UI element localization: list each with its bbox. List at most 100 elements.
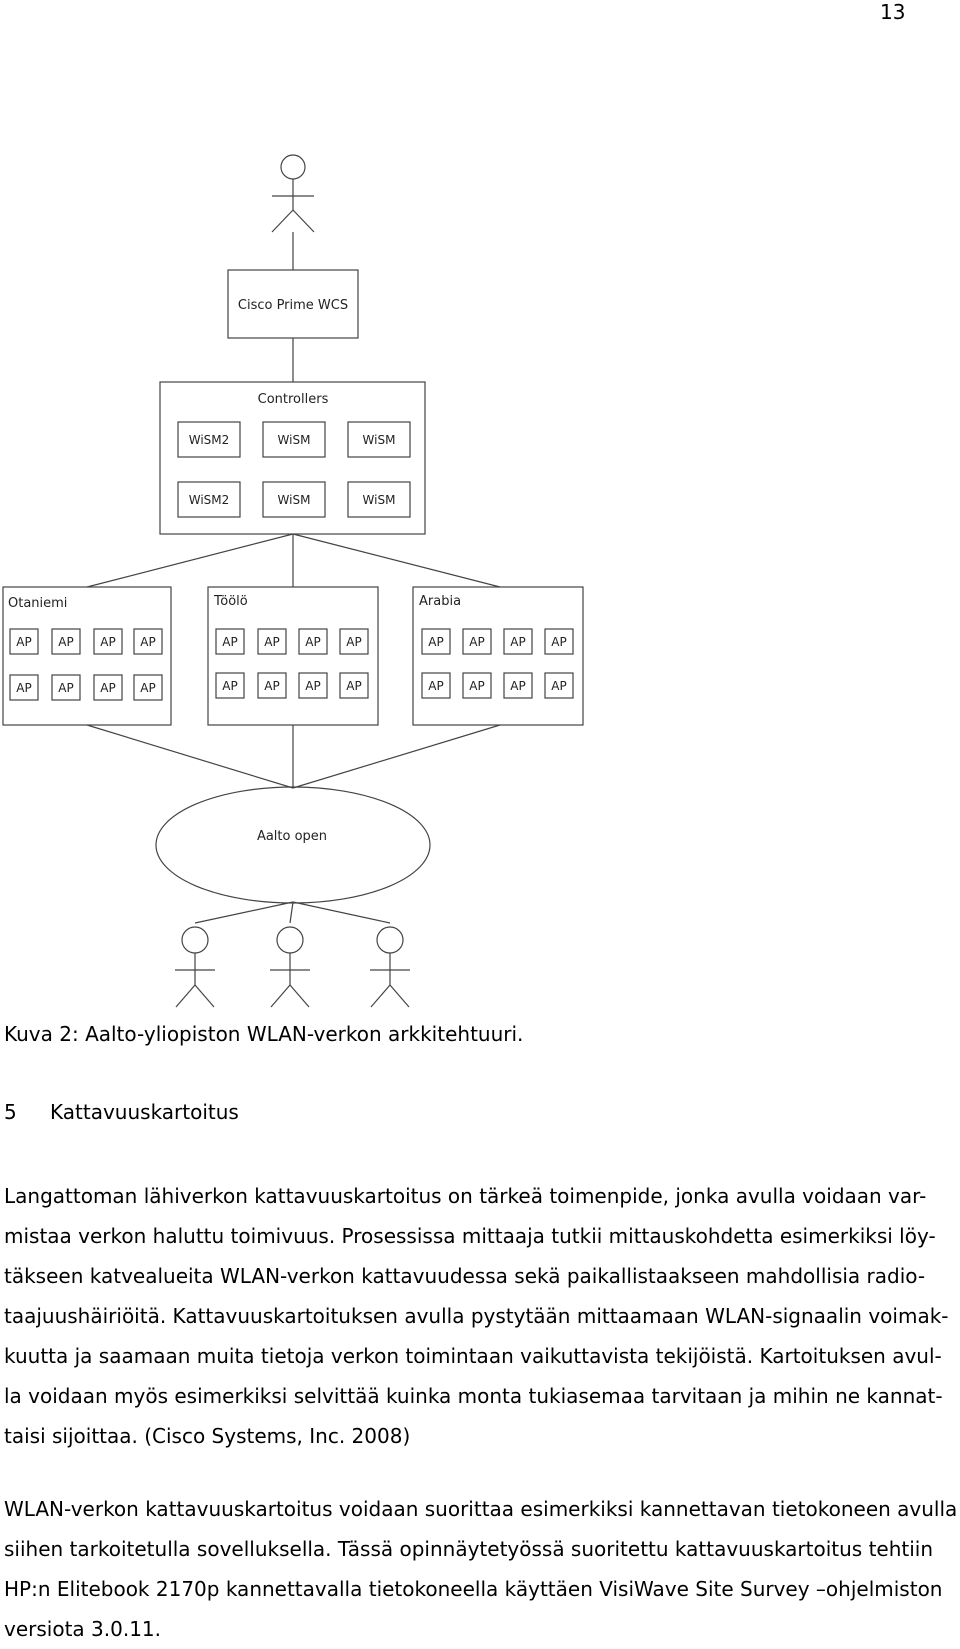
- controller-box: [177, 481, 241, 518]
- ap-label: AP: [346, 679, 361, 693]
- ap-label: AP: [222, 679, 237, 693]
- ap-box: [93, 628, 123, 655]
- controller-label: WiSM: [363, 493, 396, 507]
- ap-box: [503, 628, 533, 655]
- ap-label: AP: [222, 635, 237, 649]
- ap-box: [215, 672, 245, 699]
- controller-box: [347, 481, 411, 518]
- ap-label: AP: [510, 635, 525, 649]
- ap-box: [544, 628, 574, 655]
- ap-box: [298, 628, 328, 655]
- ap-label: AP: [264, 679, 279, 693]
- ap-box: [257, 672, 287, 699]
- ap-box: [462, 672, 492, 699]
- ap-box: [215, 628, 245, 655]
- architecture-diagram: Cisco Prime WCS Controllers WiSM2 WiSM W…: [0, 140, 600, 1010]
- ap-box: [462, 628, 492, 655]
- ap-box: [421, 672, 451, 699]
- ap-label: AP: [58, 635, 73, 649]
- ap-label: AP: [428, 679, 443, 693]
- site-box-arabia: [412, 586, 584, 726]
- connector-line: [194, 901, 294, 924]
- paragraph-line: HP:n Elitebook 2170p kannettavalla tieto…: [4, 1577, 943, 1601]
- user-icon: [270, 926, 310, 1008]
- wcs-box: [227, 269, 359, 339]
- site-box-toolo: [207, 586, 379, 726]
- ap-label: AP: [16, 681, 31, 695]
- site-box-otaniemi: [2, 586, 172, 726]
- controller-box: [262, 481, 326, 518]
- ap-box: [421, 628, 451, 655]
- ap-label: AP: [305, 679, 320, 693]
- controller-label: WiSM2: [189, 433, 230, 447]
- ap-label: AP: [346, 635, 361, 649]
- controllers-label: Controllers: [258, 392, 329, 407]
- ap-label: AP: [469, 679, 484, 693]
- network-ellipse: [155, 786, 431, 904]
- controller-box: [177, 421, 241, 458]
- section-number: 5: [4, 1100, 17, 1124]
- ap-box: [133, 674, 163, 701]
- controller-box: [262, 421, 326, 458]
- paragraph: WLAN-verkon kattavuuskartoitus voidaan s…: [4, 1489, 959, 1649]
- paragraph-line: taisi sijoittaa. (Cisco Systems, Inc. 20…: [4, 1424, 411, 1448]
- ap-label: AP: [510, 679, 525, 693]
- controller-box: [347, 421, 411, 458]
- user-icon: [370, 926, 410, 1008]
- paragraph-line: versiota 3.0.11.: [4, 1617, 162, 1641]
- ap-label: AP: [428, 635, 443, 649]
- ap-box: [339, 628, 369, 655]
- paragraph-line: Langattoman lähiverkon kattavuuskartoitu…: [4, 1184, 927, 1208]
- paragraph-line: täkseen katvealueita WLAN-verkon kattavu…: [4, 1264, 926, 1288]
- connector-line: [292, 533, 501, 588]
- ap-box: [9, 674, 39, 701]
- network-label: Aalto open: [257, 829, 327, 844]
- site-label-otaniemi: Otaniemi: [8, 596, 67, 611]
- ap-box: [257, 628, 287, 655]
- ap-label: AP: [100, 635, 115, 649]
- connector-line: [86, 533, 294, 588]
- paragraph-line: siihen tarkoitetulla sovelluksella. Täss…: [4, 1537, 934, 1561]
- user-icon: [175, 926, 215, 1008]
- paragraph-line: mistaa verkon haluttu toimivuus. Prosess…: [4, 1224, 936, 1248]
- ap-label: AP: [551, 679, 566, 693]
- ap-box: [51, 628, 81, 655]
- controller-label: WiSM: [278, 433, 311, 447]
- section-heading: 5 Kattavuuskartoitus: [4, 1100, 239, 1124]
- paragraph-line: kuutta ja saamaan muita tietoja verkon t…: [4, 1344, 942, 1368]
- section-title: Kattavuuskartoitus: [50, 1100, 239, 1124]
- controller-label: WiSM: [278, 493, 311, 507]
- connector-line: [289, 901, 294, 924]
- ap-box: [339, 672, 369, 699]
- wcs-label: Cisco Prime WCS: [238, 298, 348, 313]
- ap-label: AP: [140, 681, 155, 695]
- ap-box: [298, 672, 328, 699]
- connector-line: [292, 901, 391, 924]
- ap-box: [544, 672, 574, 699]
- ap-box: [9, 628, 39, 655]
- controller-label: WiSM: [363, 433, 396, 447]
- ap-box: [93, 674, 123, 701]
- ap-label: AP: [551, 635, 566, 649]
- admin-user-icon: [271, 154, 315, 233]
- ap-label: AP: [264, 635, 279, 649]
- site-label-arabia: Arabia: [419, 594, 461, 609]
- ap-label: AP: [305, 635, 320, 649]
- ap-box: [133, 628, 163, 655]
- ap-box: [503, 672, 533, 699]
- site-label-toolo: Töölö: [213, 594, 248, 609]
- controllers-box: [159, 381, 426, 535]
- ap-label: AP: [469, 635, 484, 649]
- figure-caption: Kuva 2: Aalto-yliopiston WLAN-verkon ark…: [4, 1022, 524, 1046]
- page-number: 13: [880, 0, 906, 24]
- architecture-diagram-svg: Cisco Prime WCS Controllers WiSM2 WiSM W…: [2, 154, 584, 1008]
- connector-line: [86, 724, 294, 789]
- paragraph-line: WLAN-verkon kattavuuskartoitus voidaan s…: [4, 1497, 958, 1521]
- ap-label: AP: [16, 635, 31, 649]
- ap-box: [51, 674, 81, 701]
- ap-label: AP: [58, 681, 73, 695]
- paragraph-line: la voidaan myös esimerkiksi selvittää ku…: [4, 1384, 943, 1408]
- connector-line: [292, 724, 501, 789]
- ap-label: AP: [100, 681, 115, 695]
- paragraph-line: taajuushäiriöitä. Kattavuuskartoituksen …: [4, 1304, 949, 1328]
